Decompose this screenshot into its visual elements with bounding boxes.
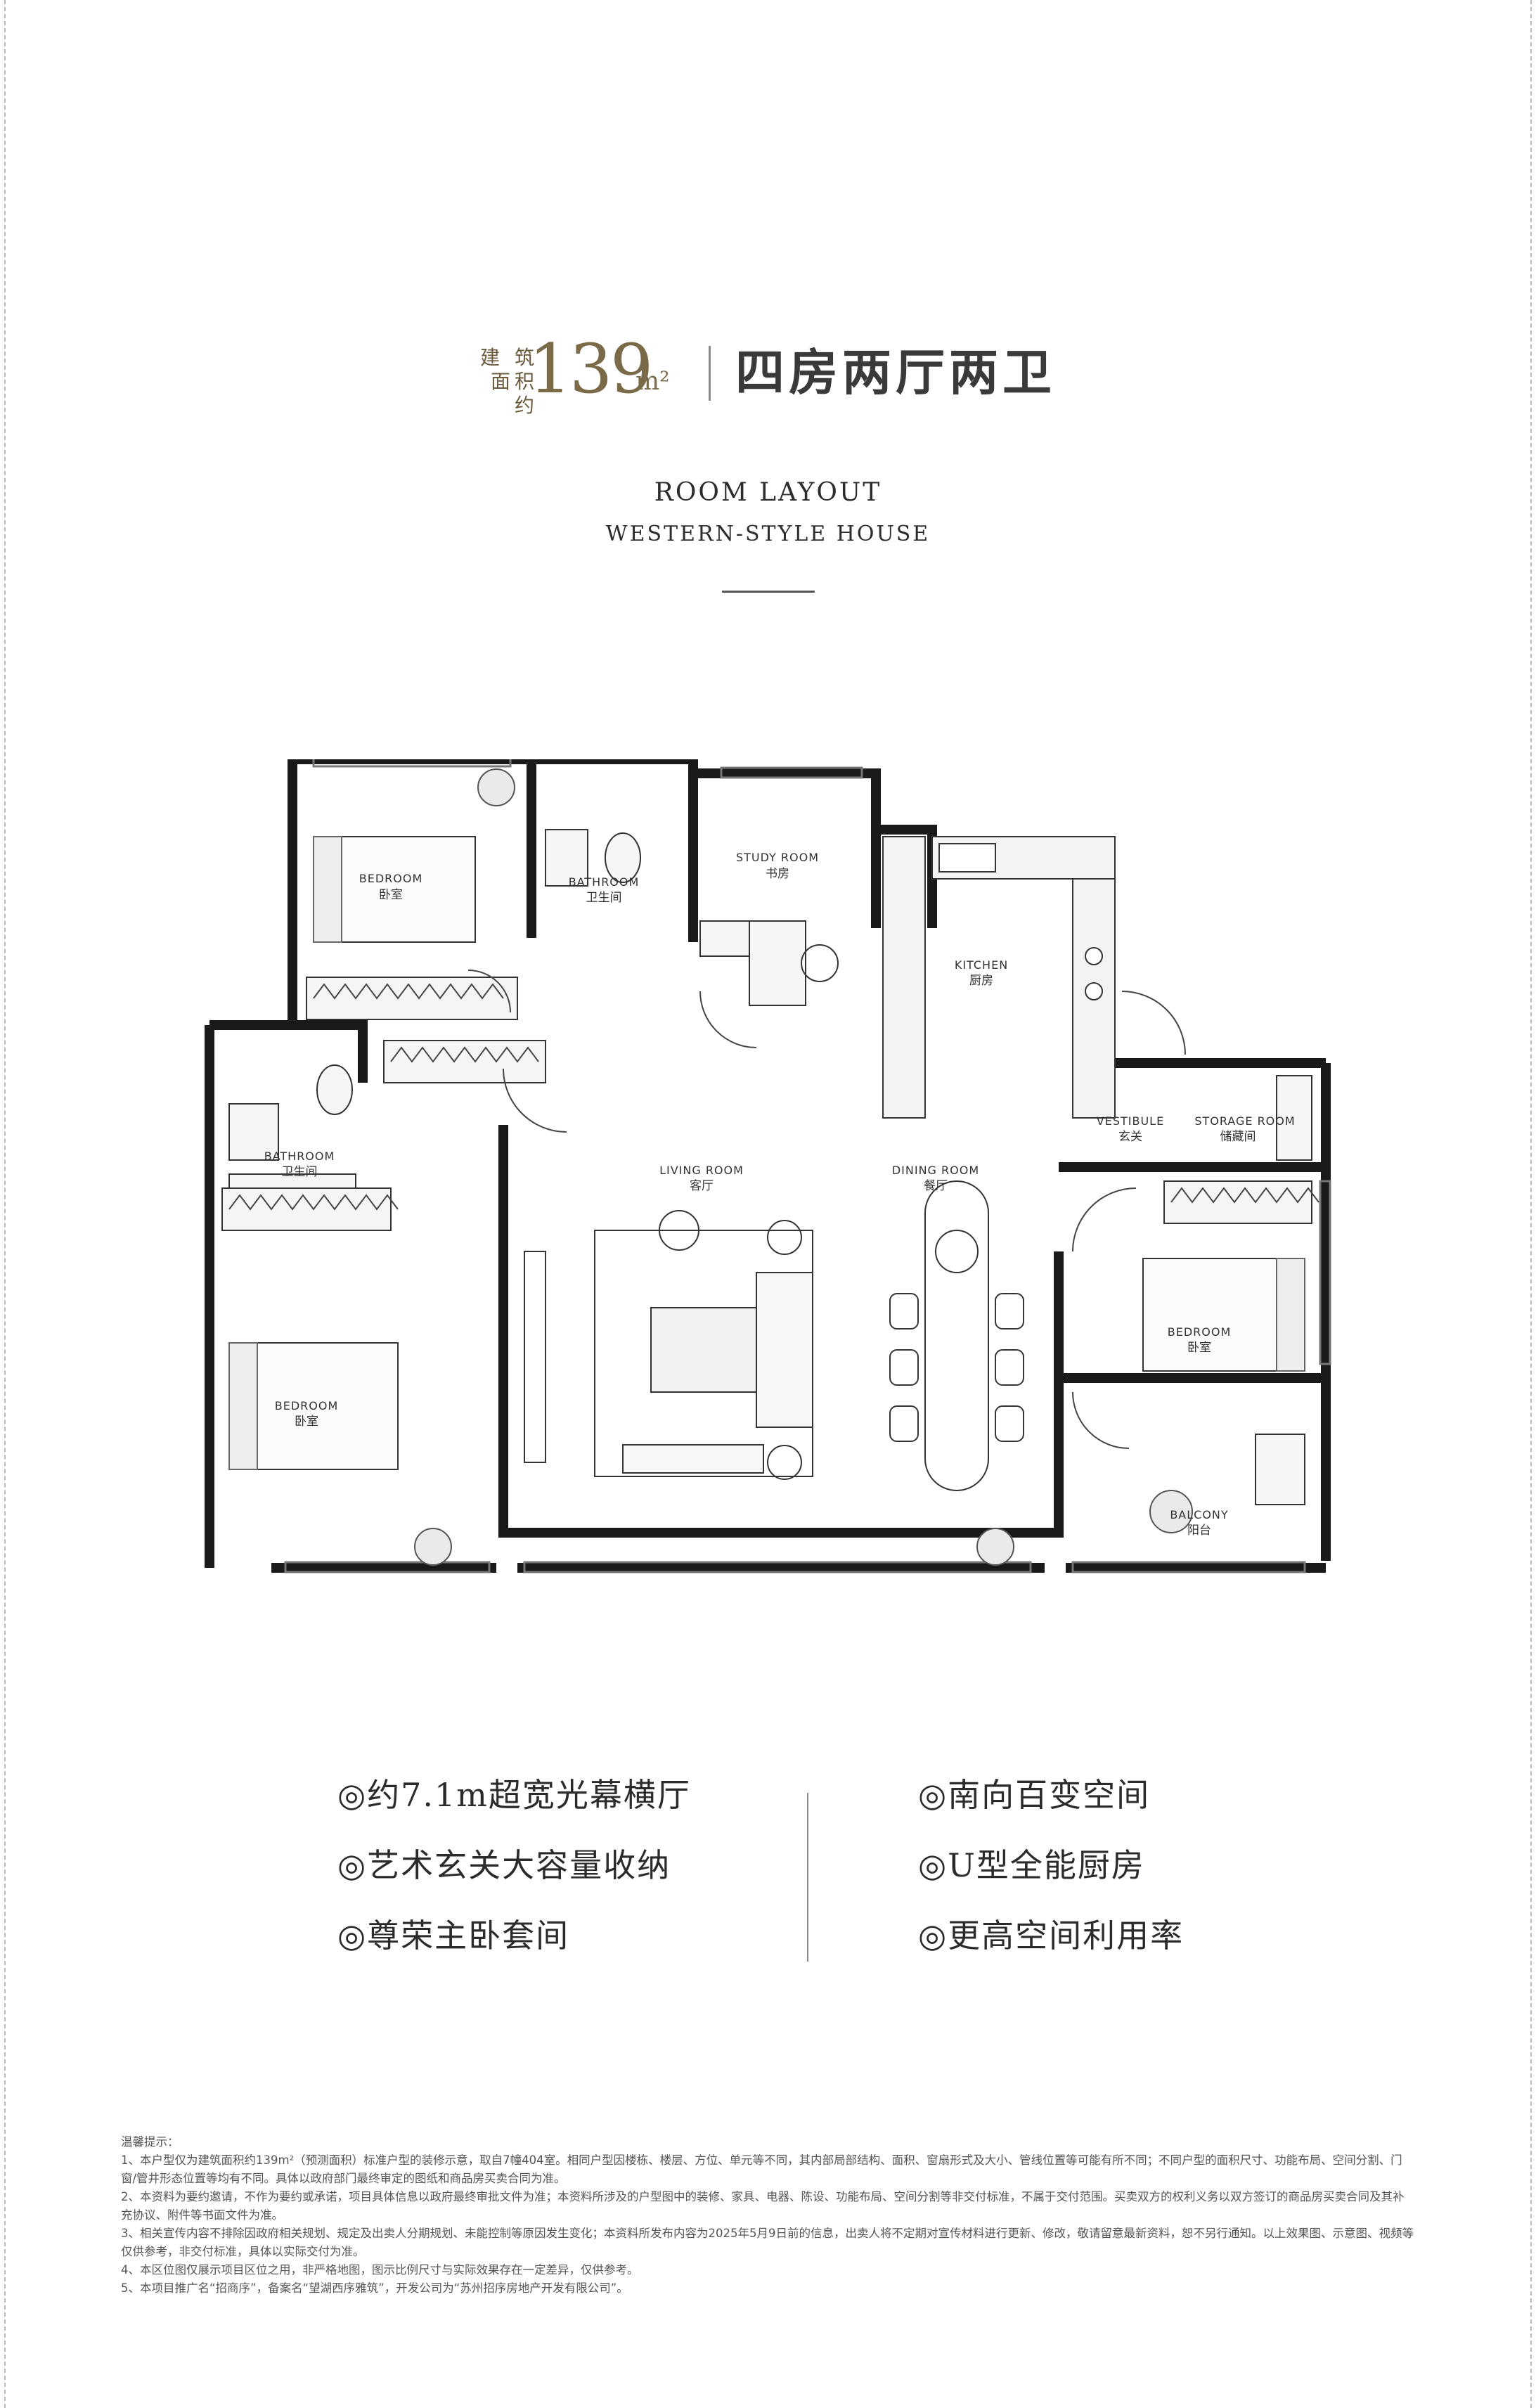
- area-value: 139: [529, 330, 653, 408]
- storage-en: STORAGE ROOM: [1194, 1114, 1295, 1128]
- subtitle-house-style: WESTERN-STYLE HOUSE: [605, 522, 931, 546]
- floor-plan-drawing: BEDROOM 卧室 BATHROOM 卫生间 STUDY ROOM 书房 KI…: [205, 759, 1331, 1573]
- area-label: 建 筑面积约: [480, 346, 538, 417]
- vestibule-en: VESTIBULE: [1097, 1114, 1164, 1128]
- disclaimer-notes: 温馨提示： 1、本户型仅为建筑面积约139m²（预测面积）标准户型的装修示意，取…: [121, 2133, 1414, 2298]
- floor-plan: BEDROOM 卧室 BATHROOM 卫生间 STUDY ROOM 书房 KI…: [201, 759, 1336, 1596]
- bedroom-e-cn: 卧室: [1187, 1341, 1211, 1355]
- note-item: 4、本区位图仅展示项目区位之用，非严格地图，图示比例尺寸与实际效果存在一定差异，…: [121, 2263, 639, 2277]
- bathroom-w-cn: 卫生间: [282, 1165, 318, 1179]
- bathroom-n-en: BATHROOM: [569, 875, 640, 889]
- note-item: 3、相关宣传内容不排除因政府相关规划、规定及出卖人分期规划、未能控制等原因发生变…: [121, 2227, 1414, 2258]
- living-en: LIVING ROOM: [659, 1164, 744, 1177]
- study-en: STUDY ROOM: [736, 851, 819, 864]
- dining-cn: 餐厅: [924, 1179, 948, 1193]
- storage-cn: 储藏间: [1220, 1130, 1256, 1144]
- dining-en: DINING ROOM: [892, 1164, 979, 1177]
- kitchen-cn: 厨房: [969, 974, 993, 988]
- bathroom-n-cn: 卫生间: [586, 891, 622, 905]
- feature-divider: [807, 1793, 808, 1962]
- balcony-cn: 阳台: [1187, 1524, 1211, 1538]
- bedroom-sw-cn: 卧室: [295, 1415, 318, 1429]
- feature-item: ◎艺术玄关大容量收纳: [337, 1846, 671, 1884]
- note-item: 1、本户型仅为建筑面积约139m²（预测面积）标准户型的装修示意，取自7幢404…: [121, 2153, 1402, 2185]
- vestibule-cn: 玄关: [1118, 1130, 1142, 1144]
- feature-column-right: ◎南向百变空间 ◎U型全能厨房 ◎更高空间利用率: [918, 1779, 1184, 1990]
- kitchen-en: KITCHEN: [955, 958, 1008, 972]
- left-cut-guide: [4, 0, 6, 2408]
- note-item: 2、本资料为要约邀请，不作为要约或承诺，项目具体信息以政府最终审批文件为准；本资…: [121, 2190, 1405, 2222]
- unit-header: 建 筑面积约 139 m² 四房两厅两卫: [0, 330, 1536, 422]
- balcony-en: BALCONY: [1170, 1508, 1228, 1521]
- feature-item: ◎约7.1m超宽光幕横厅: [337, 1776, 691, 1814]
- bedroom-nw-cn: 卧室: [379, 888, 403, 902]
- subtitle-room-layout: ROOM LAYOUT: [654, 478, 882, 507]
- layout-type: 四房两厅两卫: [735, 343, 1056, 401]
- feature-column-left: ◎约7.1m超宽光幕横厅 ◎艺术玄关大容量收纳 ◎尊荣主卧套间: [337, 1779, 691, 1990]
- note-item: 5、本项目推广名“招商序”，备案名“望湖西序雅筑”，开发公司为“苏州招序房地产开…: [121, 2281, 628, 2295]
- feature-item: ◎更高空间利用率: [918, 1917, 1185, 1955]
- feature-item: ◎尊荣主卧套间: [337, 1917, 570, 1955]
- bedroom-e-en: BEDROOM: [1168, 1325, 1232, 1339]
- header-divider: [709, 346, 711, 401]
- right-cut-guide: [1530, 0, 1532, 2408]
- bathroom-w-en: BATHROOM: [264, 1150, 335, 1163]
- notes-title: 温馨提示：: [121, 2135, 179, 2149]
- room-labels: BEDROOM 卧室 BATHROOM 卫生间 STUDY ROOM 书房 KI…: [264, 851, 1295, 1538]
- feature-item: ◎南向百变空间: [918, 1776, 1151, 1814]
- bedroom-nw-en: BEDROOM: [359, 872, 423, 885]
- living-cn: 客厅: [690, 1179, 714, 1193]
- feature-item: ◎U型全能厨房: [918, 1846, 1145, 1884]
- study-cn: 书房: [766, 867, 789, 881]
- area-unit: m²: [635, 367, 670, 396]
- bedroom-sw-en: BEDROOM: [275, 1399, 339, 1412]
- subtitle-rule: [722, 591, 815, 593]
- feature-list: ◎约7.1m超宽光幕横厅 ◎艺术玄关大容量收纳 ◎尊荣主卧套间 ◎南向百变空间 …: [0, 1779, 1536, 1990]
